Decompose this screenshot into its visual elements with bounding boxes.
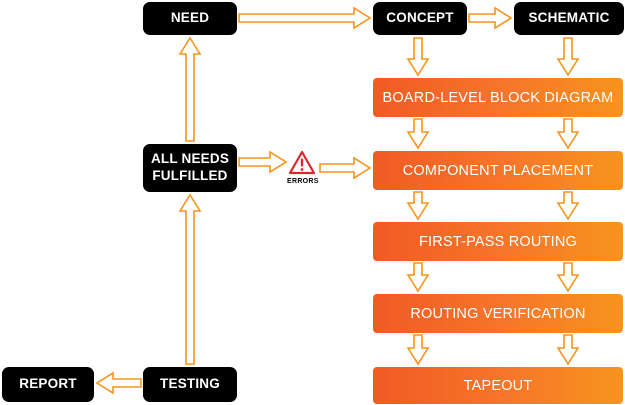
- all-needs-fulfilled-node: ALL NEEDS FULFILLED: [143, 144, 237, 192]
- errors-label: ERRORS: [287, 178, 319, 185]
- arrow-left-col-4: [406, 334, 430, 366]
- routing-verification-node: ROUTING VERIFICATION: [373, 294, 623, 333]
- arrow-concept-down: [406, 37, 430, 77]
- arrow-right-col-1: [556, 118, 580, 150]
- arrow-concept-to-schematic: [468, 6, 513, 30]
- schematic-node: SCHEMATIC: [514, 2, 624, 35]
- arrow-need-to-concept: [238, 6, 372, 30]
- warning-icon: [288, 150, 316, 175]
- board-level-block-diagram-node: BOARD-LEVEL BLOCK DIAGRAM: [373, 78, 623, 117]
- arrow-schematic-down: [556, 37, 580, 77]
- arrow-right-col-2: [556, 191, 580, 221]
- tapeout-node: TAPEOUT: [373, 367, 623, 404]
- component-placement-node: COMPONENT PLACEMENT: [373, 151, 623, 190]
- concept-node: CONCEPT: [373, 2, 467, 35]
- arrow-all-needs-to-need: [178, 36, 202, 142]
- arrow-errors-to-placement: [319, 156, 372, 180]
- arrow-right-col-3: [556, 262, 580, 293]
- arrow-testing-to-report: [95, 371, 142, 395]
- arrow-right-col-4: [556, 334, 580, 366]
- arrow-left-col-1: [406, 118, 430, 150]
- report-node: REPORT: [2, 367, 94, 402]
- first-pass-routing-node: FIRST-PASS ROUTING: [373, 222, 623, 261]
- arrow-testing-to-all-needs: [178, 193, 202, 365]
- testing-node: TESTING: [143, 367, 237, 402]
- arrow-left-col-2: [406, 191, 430, 221]
- arrow-all-needs-to-errors: [238, 150, 288, 174]
- arrow-left-col-3: [406, 262, 430, 293]
- need-node: NEED: [143, 2, 237, 35]
